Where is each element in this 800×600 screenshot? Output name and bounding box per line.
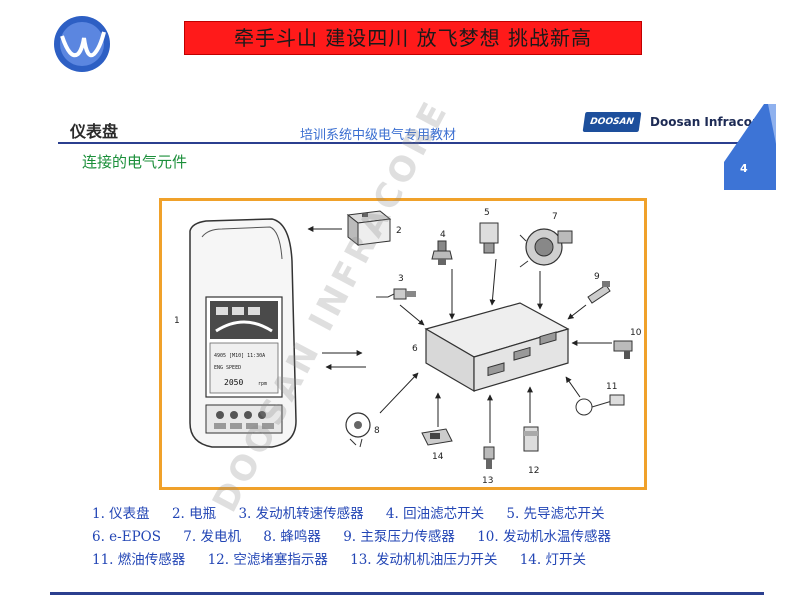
brand-name: Doosan Infracore [650, 115, 767, 129]
main-pump-pressure-sensor-drawing [587, 281, 611, 304]
header-divider [58, 142, 760, 144]
legend-row: 6. e-EPOS 7. 发电机 8. 蜂鸣器 9. 主泵压力传感器 10. 发… [92, 526, 732, 549]
legend-item: 2. 电瓶 [171, 506, 217, 522]
alternator-drawing [519, 228, 573, 268]
display-unit: rpm [258, 381, 267, 387]
page-number: 4 [740, 162, 748, 175]
gauge-panel-drawing: 4905 [M10] 11:30A ENG SPEED 2050 rpm [189, 218, 297, 448]
component-legend: 1. 仪表盘 2. 电瓶 3. 发动机转速传感器 4. 回油滤芯开关 5. 先导… [92, 503, 732, 572]
legend-item: 8. 蜂鸣器 [263, 529, 321, 545]
course-subtitle: 培训系统中级电气专用教材 [300, 128, 457, 143]
callout-8: 8 [374, 426, 380, 436]
legend-item: 11. 燃油传感器 [92, 552, 186, 568]
pilot-filter-switch-drawing [479, 222, 499, 254]
buzzer-drawing [345, 412, 371, 448]
engine-speed-sensor-drawing [376, 288, 416, 300]
callout-4: 4 [440, 230, 446, 240]
battery-drawing [346, 210, 392, 247]
legend-item: 10. 发动机水温传感器 [477, 529, 611, 545]
doosan-brand: DOOSAN Doosan Infracore [582, 112, 767, 132]
callout-14: 14 [432, 452, 444, 462]
display-line1: 4905 [M10] 11:30A [214, 353, 265, 359]
display-value: 2050 [224, 378, 243, 387]
callout-3: 3 [398, 274, 404, 284]
legend-item: 5. 先导滤芯开关 [506, 506, 605, 522]
return-filter-switch-drawing [431, 240, 453, 265]
e-epos-controller-drawing [424, 302, 570, 393]
callout-11: 11 [606, 382, 617, 392]
legend-row: 11. 燃油传感器 12. 空滤堵塞指示器 13. 发动机机油压力开关 14. … [92, 549, 732, 572]
legend-item: 12. 空滤堵塞指示器 [207, 552, 328, 568]
connection-arrows [307, 226, 612, 443]
legend-row: 1. 仪表盘 2. 电瓶 3. 发动机转速传感器 4. 回油滤芯开关 5. 先导… [92, 503, 732, 526]
slogan-banner: 牵手斗山 建设四川 放飞梦想 挑战新高 [184, 21, 642, 55]
callout-7: 7 [552, 212, 558, 222]
fuel-sensor-drawing [575, 394, 625, 416]
legend-item: 9. 主泵压力传感器 [343, 529, 455, 545]
lamp-switch-drawing [421, 428, 453, 446]
callout-2: 2 [396, 226, 402, 236]
legend-item: 4. 回油滤芯开关 [385, 506, 485, 522]
oil-pressure-switch-drawing [483, 446, 495, 469]
legend-item: 13. 发动机机油压力开关 [350, 552, 498, 568]
callout-12: 12 [528, 466, 539, 476]
page-heading: 连接的电气元件 [82, 153, 188, 171]
doosan-badge-logo: DOOSAN [582, 112, 642, 132]
callout-10: 10 [630, 328, 642, 338]
company-logo-icon [54, 16, 110, 72]
legend-item: 1. 仪表盘 [92, 506, 150, 522]
callout-1: 1 [174, 316, 180, 326]
callout-9: 9 [594, 272, 600, 282]
legend-item: 7. 发电机 [183, 529, 241, 545]
diagram-frame: 4905 [M10] 11:30A ENG SPEED 2050 rpm [159, 198, 647, 490]
air-filter-indicator-drawing [523, 426, 539, 452]
callout-6: 6 [412, 344, 418, 354]
callout-13: 13 [482, 476, 493, 486]
coolant-temp-sensor-drawing [613, 340, 633, 359]
footer-divider [50, 592, 764, 595]
page-ribbon-icon [724, 104, 776, 190]
legend-item: 6. e-EPOS [92, 529, 161, 545]
legend-item: 14. 灯开关 [519, 552, 586, 568]
section-title: 仪表盘 [70, 122, 119, 141]
display-line2: ENG SPEED [214, 365, 241, 371]
callout-5: 5 [484, 208, 490, 218]
legend-item: 3. 发动机转速传感器 [238, 506, 364, 522]
wiring-diagram: 4905 [M10] 11:30A ENG SPEED 2050 rpm [174, 208, 642, 486]
